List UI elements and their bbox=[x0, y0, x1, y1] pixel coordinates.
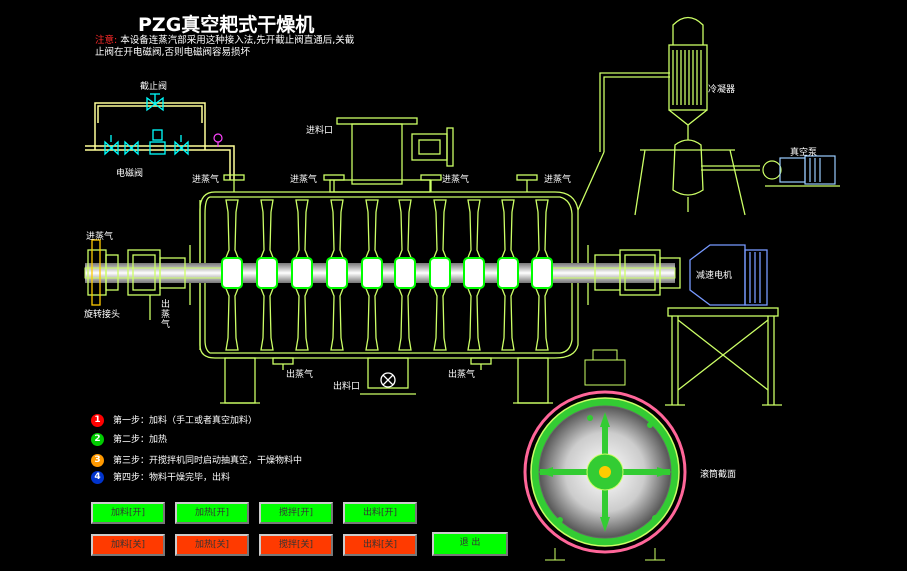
discharge-off-button[interactable]: 出料[关] bbox=[343, 534, 417, 556]
pressure-gauge-icon bbox=[213, 133, 223, 147]
drum-cross-section bbox=[523, 349, 687, 561]
paddle-upper bbox=[364, 199, 380, 261]
step-2-badge: 2 bbox=[91, 433, 104, 446]
feed-off-button[interactable]: 加料[关] bbox=[91, 534, 165, 556]
paddle-lower bbox=[500, 285, 516, 351]
paddle-lower bbox=[432, 285, 448, 351]
paddle-hub bbox=[291, 257, 313, 289]
paddle-lower bbox=[534, 285, 550, 351]
paddle-upper bbox=[224, 199, 240, 261]
notice-text: 注意: 本设备连蒸汽部采用这种接入法,先开截止阀直通后,关截止阀在开电磁阀,否则… bbox=[95, 35, 355, 59]
paddle-lower bbox=[294, 285, 310, 351]
steam-inlet-stubs bbox=[223, 174, 538, 192]
paddle-hub bbox=[497, 257, 519, 289]
exit-button[interactable]: 退 出 bbox=[432, 532, 508, 556]
step-3-text: 第三步：开搅拌机同时启动抽真空，干燥物料中 bbox=[113, 456, 303, 466]
heat-on-button[interactable]: 加热[开] bbox=[175, 502, 249, 524]
paddle-upper bbox=[259, 199, 275, 261]
discharge-label: 出料口 bbox=[333, 382, 361, 392]
heat-off-button[interactable]: 加热[关] bbox=[175, 534, 249, 556]
paddle-hub bbox=[361, 257, 383, 289]
steam-out-label-1: 出蒸气 bbox=[286, 370, 314, 380]
notice-body: 本设备连蒸汽部采用这种接入法,先开截止阀直通后,关截止阀在开电磁阀,否则电磁阀容… bbox=[95, 35, 355, 58]
paddle-upper bbox=[397, 199, 413, 261]
paddle-upper bbox=[500, 199, 516, 261]
page-title: PZG真空耙式干燥机 bbox=[138, 14, 315, 36]
feed-hopper bbox=[329, 117, 454, 193]
steam-in-label-2: 进蒸气 bbox=[290, 175, 318, 185]
solenoid-valve-label: 电磁阀 bbox=[116, 169, 144, 179]
paddle-lower bbox=[397, 285, 413, 351]
paddle-group bbox=[221, 199, 553, 351]
vacuum-pump-label: 真空泵 bbox=[790, 148, 818, 158]
paddle-lower bbox=[259, 285, 275, 351]
stir-on-button[interactable]: 搅拌[开] bbox=[259, 502, 333, 524]
paddle-upper bbox=[466, 199, 482, 261]
paddle-upper bbox=[329, 199, 345, 261]
feed-inlet-label: 进料口 bbox=[306, 126, 334, 136]
stop-valve-icon bbox=[146, 93, 164, 112]
steam-out-label-2: 出蒸气 bbox=[448, 370, 476, 380]
reducer-motor-icon bbox=[689, 244, 768, 306]
discharge-on-button[interactable]: 出料[开] bbox=[343, 502, 417, 524]
paddle-hub bbox=[256, 257, 278, 289]
step-1-badge: 1 bbox=[91, 414, 104, 427]
paddle-hub bbox=[531, 257, 553, 289]
dryer-legs bbox=[220, 357, 553, 404]
rotary-joint-label: 旋转接头 bbox=[84, 310, 121, 320]
rotary-joint bbox=[87, 239, 186, 320]
step-1-text: 第一步：加料（手工或者真空加料） bbox=[113, 416, 258, 426]
paddle-hub bbox=[394, 257, 416, 289]
cross-section-label: 滚筒截面 bbox=[700, 470, 737, 480]
paddle-hub bbox=[221, 257, 243, 289]
solenoid-valve-icon bbox=[104, 129, 189, 156]
condenser-label: 冷凝器 bbox=[708, 85, 736, 95]
steam-in-left-label: 进蒸气 bbox=[86, 232, 114, 242]
paddle-upper bbox=[534, 199, 550, 261]
right-bearing bbox=[594, 249, 681, 296]
step-4-badge: 4 bbox=[91, 471, 104, 484]
paddle-hub bbox=[429, 257, 451, 289]
paddle-hub bbox=[463, 257, 485, 289]
paddle-upper bbox=[294, 199, 310, 261]
step-3-badge: 3 bbox=[91, 454, 104, 467]
steam-pipe-network bbox=[85, 102, 235, 180]
condenser bbox=[577, 16, 760, 216]
steam-in-label-1: 进蒸气 bbox=[192, 175, 220, 185]
paddle-upper bbox=[432, 199, 448, 261]
reducer-motor-label: 减速电机 bbox=[696, 271, 733, 281]
paddle-lower bbox=[224, 285, 240, 351]
motor-stand bbox=[665, 307, 782, 406]
steam-in-label-4: 进蒸气 bbox=[544, 175, 572, 185]
paddle-lower bbox=[364, 285, 380, 351]
feed-on-button[interactable]: 加料[开] bbox=[91, 502, 165, 524]
step-4-text: 第四步：物料干燥完毕，出料 bbox=[113, 473, 231, 483]
steam-out-vertical-label: 出蒸气 bbox=[161, 300, 171, 330]
stir-off-button[interactable]: 搅拌[关] bbox=[259, 534, 333, 556]
notice-prefix: 注意: bbox=[95, 35, 118, 46]
paddle-hub bbox=[326, 257, 348, 289]
step-2-text: 第二步：加热 bbox=[113, 435, 168, 445]
steam-in-label-3: 进蒸气 bbox=[442, 175, 470, 185]
paddle-lower bbox=[329, 285, 345, 351]
paddle-lower bbox=[466, 285, 482, 351]
vacuum-pump-icon bbox=[762, 155, 840, 187]
stop-valve-label: 截止阀 bbox=[140, 82, 168, 92]
